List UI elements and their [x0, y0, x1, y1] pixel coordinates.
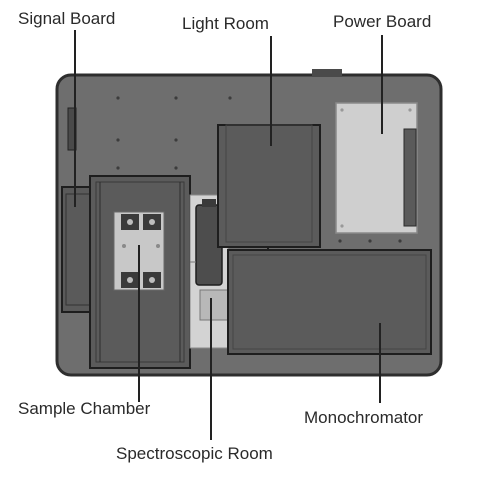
signal-board-label: Signal Board: [18, 9, 115, 28]
power-board-label: Power Board: [333, 12, 431, 31]
signal-board: [61, 107, 95, 313]
monochromator-label: Monochromator: [304, 408, 423, 427]
chassis-connector: [312, 69, 342, 77]
power-board: [335, 102, 418, 234]
monochromator: [227, 249, 432, 355]
spectroscopic-room: [189, 194, 265, 349]
sample-chamber-label: Sample Chamber: [18, 399, 151, 418]
light-room: [217, 124, 321, 252]
spectroscopic-room-label: Spectroscopic Room: [116, 444, 273, 463]
light-room-label: Light Room: [182, 14, 269, 33]
